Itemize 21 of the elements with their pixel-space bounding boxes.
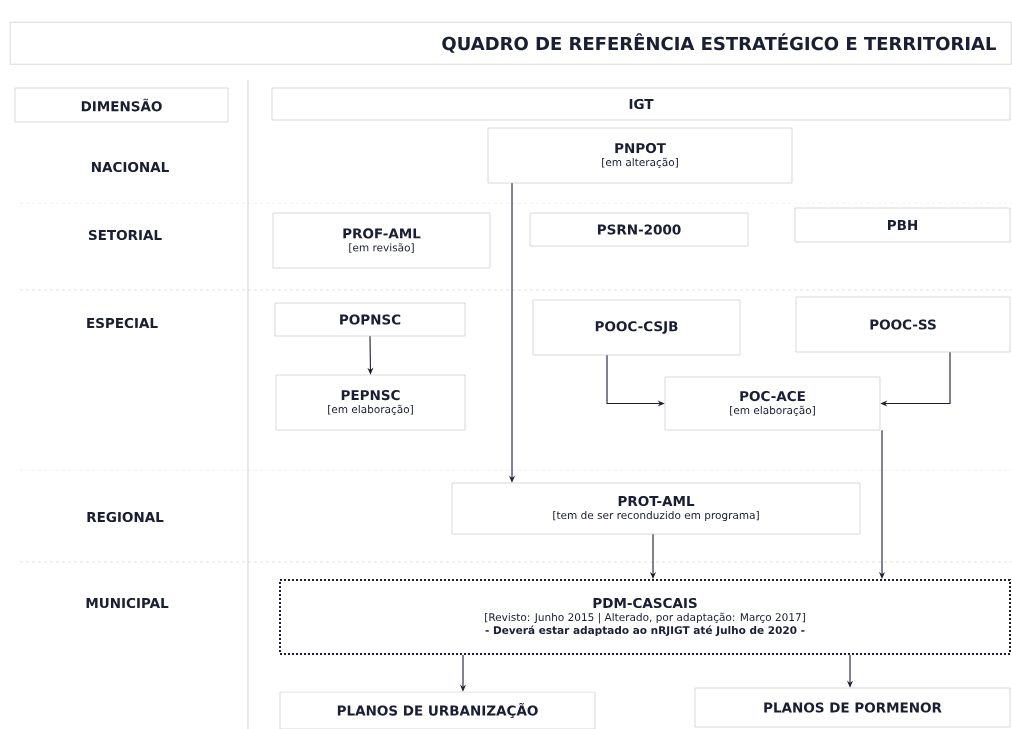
row-label: SETORIAL	[88, 229, 162, 241]
plan-box: PEPNSC [em elaboração]	[275, 374, 466, 431]
row-label: ESPECIAL	[87, 317, 158, 329]
header-box: IGT	[271, 87, 1011, 121]
row-label: NACIONAL	[92, 161, 169, 173]
plan-box: POOC-SS	[795, 296, 1011, 353]
row-label: MUNICIPAL	[86, 597, 169, 609]
plan-box: PDM-CASCAIS [Revisto: Junho 2015 | Alterado, por adaptação: Março 2017] - Deverá estar adaptado ao nRJIGT até Julho de 2020 -	[279, 579, 1011, 655]
row-label: REGIONAL	[87, 511, 164, 523]
plan-box: PBH	[794, 207, 1011, 243]
label-box: DIMENSÃO	[14, 87, 229, 123]
plan-box: POOC-CSJB	[532, 299, 741, 356]
plan-box: PROT-AML [tem de ser reconduzido em programa]	[451, 482, 861, 535]
plan-box: PNPOT [em alteração]	[487, 127, 793, 184]
title-banner: QUADRO DE REFERÊNCIA ESTRATÉGICO E TERRITORIAL	[10, 22, 1012, 65]
plan-box: PLANOS DE URBANIZAÇÃO	[279, 691, 596, 729]
plan-box: PLANOS DE PORMENOR	[694, 687, 1011, 728]
plan-box: POC-ACE [em elaboração]	[664, 376, 881, 431]
plan-box: POPNSC	[274, 302, 466, 337]
plan-box: PROF-AML [em revisão]	[272, 212, 491, 269]
plan-box: PSRN-2000	[529, 212, 749, 247]
